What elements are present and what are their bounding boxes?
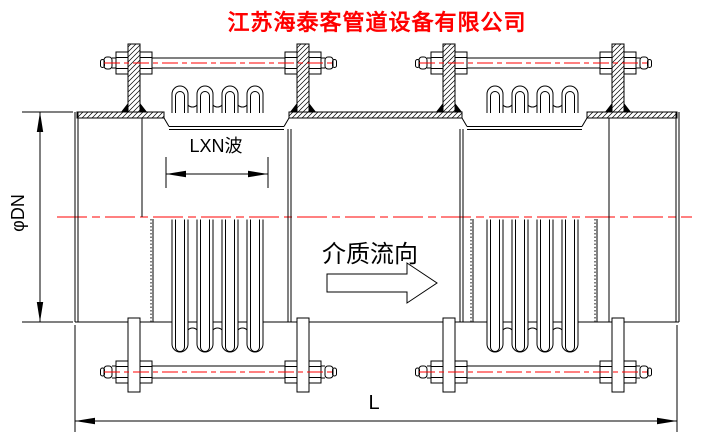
liner-sleeve-edge xyxy=(150,219,598,322)
bellows-unit-top-right xyxy=(416,44,652,113)
bellows-unit-bottom-right xyxy=(416,220,652,393)
flow-direction-label: 介质流向 xyxy=(322,241,418,268)
flow-direction: 介质流向 xyxy=(322,241,438,304)
dimension-overall-length: L xyxy=(74,325,678,432)
company-title: 江苏海泰客管道设备有限公司 xyxy=(227,10,526,35)
dimension-bellows-length: LXN波 xyxy=(165,136,269,188)
diameter-label: φDN xyxy=(8,194,28,232)
flow-arrow-icon xyxy=(326,262,438,304)
bellows-unit-bottom-left xyxy=(101,220,337,393)
bellows-length-label: LXN波 xyxy=(189,136,242,156)
dimension-diameter: φDN xyxy=(8,111,73,323)
bellows-unit-top-left xyxy=(101,44,337,113)
overall-length-label: L xyxy=(368,392,379,414)
